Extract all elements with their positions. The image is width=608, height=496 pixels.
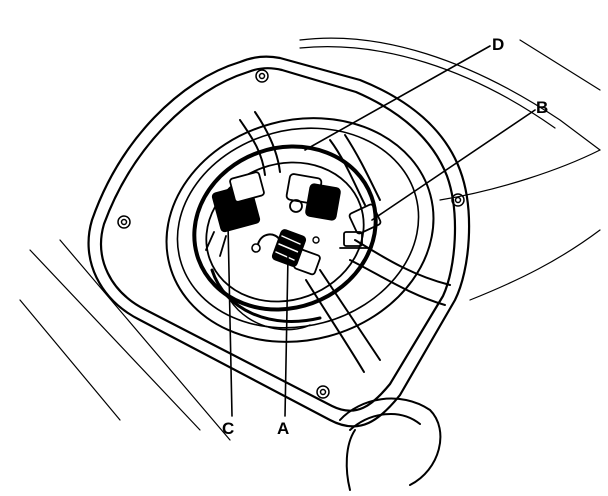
bolt-left	[117, 215, 131, 229]
callout-c: C	[222, 419, 235, 438]
bolt-right	[451, 193, 465, 207]
bolt-top	[255, 69, 269, 83]
bolt-bottom	[316, 385, 330, 399]
callout-b: B	[536, 98, 549, 117]
cover-bolts	[117, 69, 465, 399]
leader-d	[304, 45, 491, 151]
callout-a: A	[277, 419, 290, 438]
fuel-hose-right	[329, 134, 451, 306]
leader-lines	[227, 45, 536, 417]
quick-connector-b	[339, 203, 382, 249]
center-connector	[285, 173, 341, 221]
leader-b	[371, 109, 536, 221]
leader-a	[284, 255, 289, 417]
connector-c	[205, 171, 265, 257]
wire-harness	[305, 269, 381, 373]
access-cover-plate	[87, 55, 471, 428]
leader-c	[227, 223, 233, 417]
callout-d: D	[492, 35, 505, 54]
fuel-hose-left	[239, 111, 281, 176]
tank-opening	[165, 117, 435, 343]
grommet	[339, 397, 442, 491]
pump-flange-d	[192, 144, 378, 331]
connector-a	[251, 229, 321, 276]
floor-panel-lines	[19, 37, 601, 441]
